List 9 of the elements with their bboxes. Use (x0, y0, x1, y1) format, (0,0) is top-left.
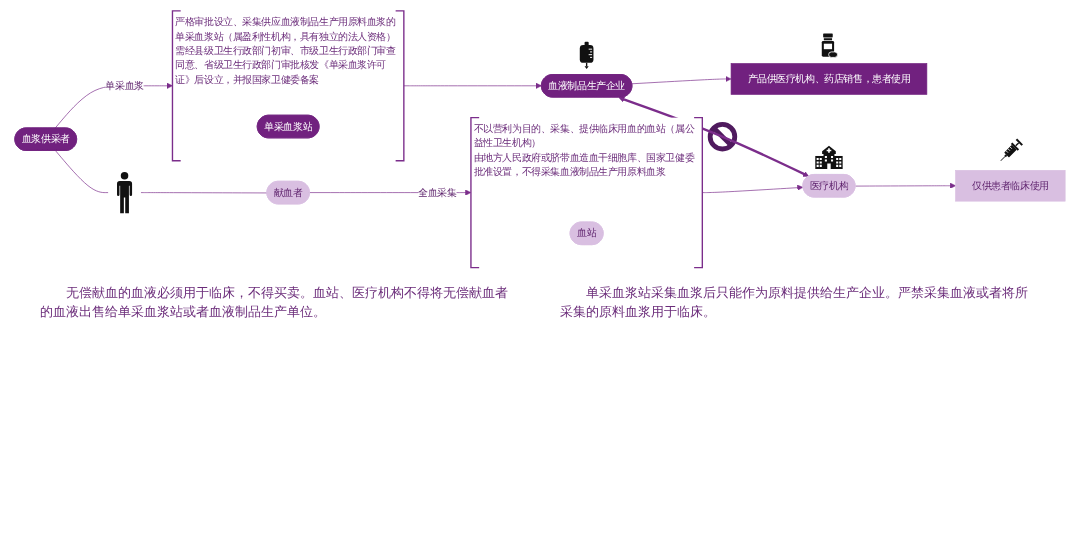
node-box: 仅供患者临床使用 (955, 170, 1066, 202)
edge-label: 全血采集 (418, 186, 457, 198)
node-box: 产品供医疗机构、药店销售，患者使用 (730, 63, 928, 95)
note-text: 无偿献血的血液必须用于临床，不得买卖。血站、医疗机构不得将无偿献血者的血液出售给单采血浆站或者血液制品生产单位。 (40, 284, 509, 322)
connector (140, 192, 268, 194)
note-text: 单采血浆站采集血浆后只能作为原料提供给生产企业。严禁采集血液或者将所采集的原料血浆用于临床。 (560, 284, 1029, 322)
connector (55, 150, 109, 193)
person-icon (117, 172, 133, 214)
edge-label: 单采血浆 (105, 79, 144, 91)
